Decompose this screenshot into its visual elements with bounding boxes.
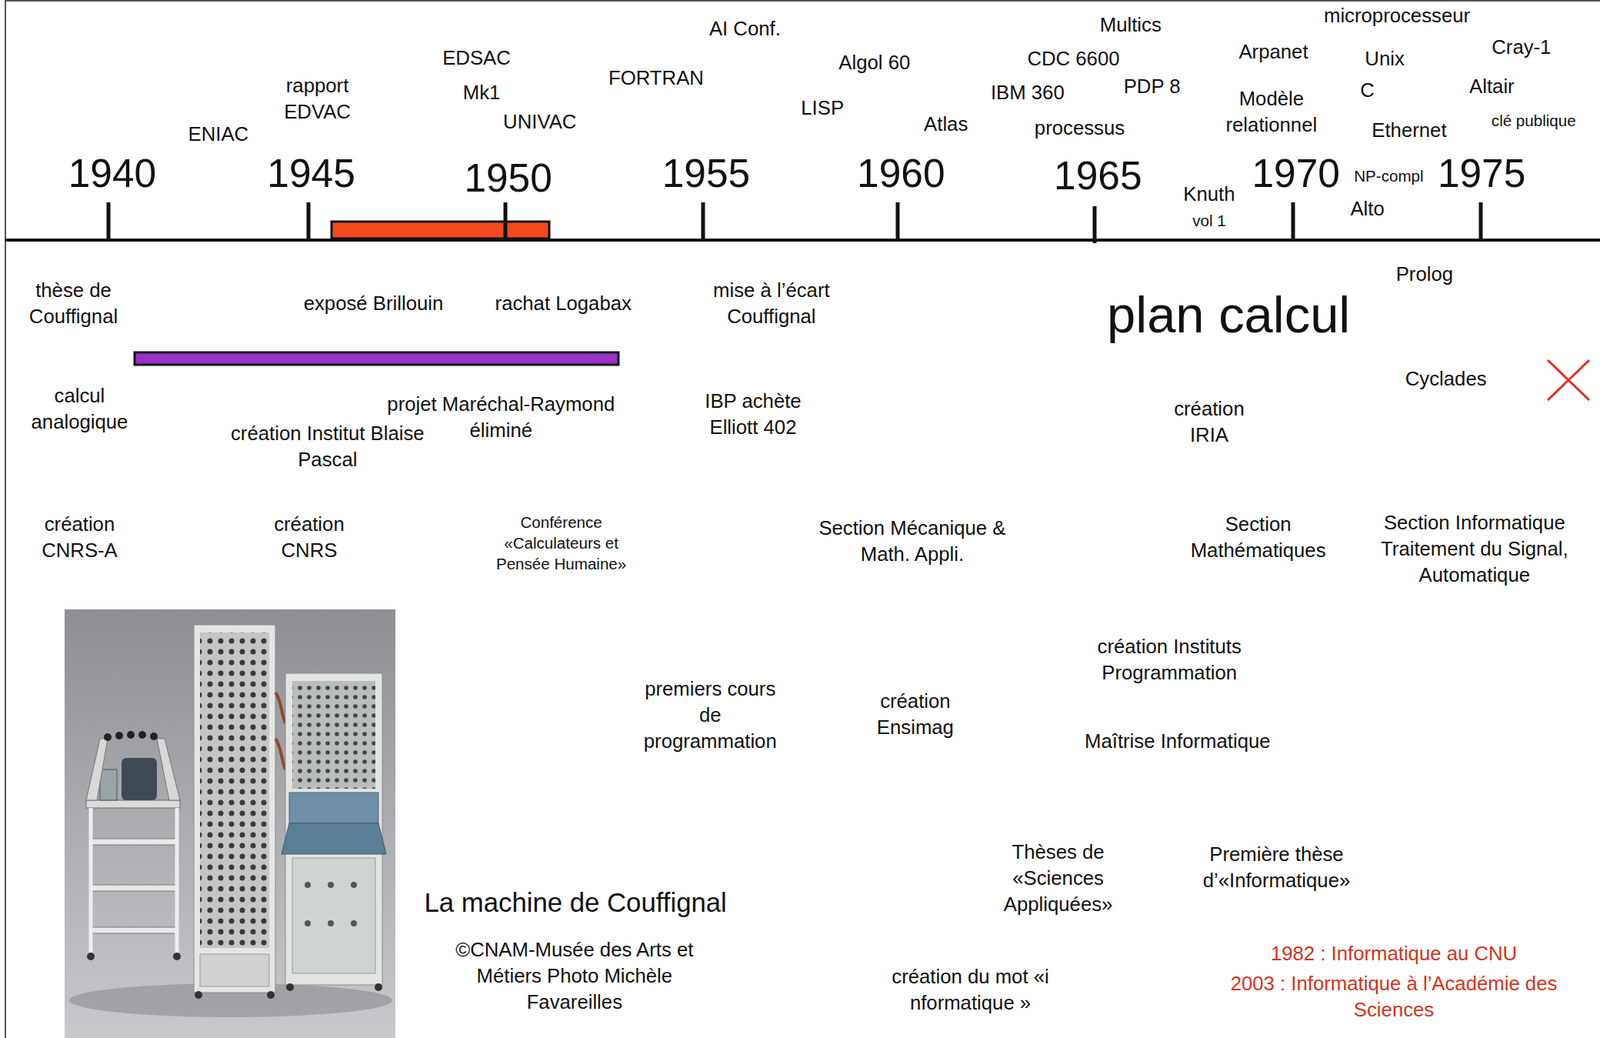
milestone-label: rachat Logabax [495, 290, 632, 317]
event-label: Unix [1364, 46, 1404, 73]
milestone-label: plan calcul [1106, 280, 1350, 348]
event-label: Algol 60 [838, 50, 910, 77]
end-cross [1547, 360, 1590, 400]
year-label: 1955 [662, 147, 750, 200]
event-label: ENIAC [188, 121, 250, 148]
event-label: C [1360, 77, 1375, 104]
event-label: IBM 360 [990, 80, 1065, 107]
milestone-label: premiers cours de programmation [636, 676, 784, 755]
event-label: Mk1 [463, 80, 501, 107]
milestone-label: création Institut Blaise Pascal [223, 420, 433, 474]
milestone-label: thèse de Couffignal [14, 277, 133, 330]
milestone-label: création Ensimag [866, 688, 964, 741]
event-label: Alto [1350, 196, 1384, 223]
event-label: microprocesseur [1323, 3, 1470, 30]
axis-ticks [108, 202, 1481, 244]
event-label: EDSAC [442, 45, 511, 72]
milestone-label: Section Mécanique & Math. Appli. [817, 515, 1007, 568]
milestone-label: Cyclades [1405, 366, 1487, 393]
milestone-label: création CNRS [263, 511, 355, 564]
frame-line [5, 0, 1600, 2]
year-label: 1965 [1053, 150, 1142, 204]
event-label: Ethernet [1371, 117, 1447, 144]
milestone-label: Maîtrise Informatique [1084, 728, 1271, 755]
milestone-label: Conférence «Calculateurs et Pensée Humai… [484, 511, 638, 575]
milestone-label: Première thèse d’«Informatique» [1192, 841, 1361, 894]
milestone-label: Thèses de «Sciences Appliquées» [996, 839, 1120, 918]
period-bar [331, 221, 550, 239]
photo-title: La machine de Couffignal [424, 885, 727, 921]
milestone-label: Section Mathématiques [1183, 511, 1332, 564]
event-label: Knuth [1183, 181, 1235, 208]
year-label: 1950 [463, 152, 552, 205]
milestone-label: Section Informatique Traitement du Signa… [1364, 510, 1584, 589]
milestone-label: Prolog [1396, 261, 1454, 288]
time-axis [5, 238, 1600, 242]
event-label: FORTRAN [608, 65, 704, 92]
year-label: 1945 [266, 147, 355, 200]
note-label: 2003 : Informatique à l’Académie des Sci… [1210, 970, 1578, 1024]
milestone-label: calcul analogique [23, 383, 137, 436]
year-label: 1970 [1251, 147, 1340, 200]
note-label: 1982 : Informatique au CNU [1270, 940, 1517, 967]
event-label: PDP 8 [1123, 73, 1181, 100]
milestone-label: mise à l’écart Couffignal [700, 277, 844, 330]
event-label: clé publique [1491, 110, 1577, 131]
milestone-label: création Instituts Programmation [1095, 633, 1244, 687]
event-label: LISP [800, 95, 844, 122]
machine-photo [64, 609, 396, 1038]
milestone-label: exposé Brillouin [303, 290, 444, 317]
event-label: Arpanet [1238, 39, 1308, 66]
year-label: 1940 [68, 147, 157, 200]
event-label: Multics [1100, 12, 1162, 39]
year-label: 1975 [1437, 147, 1526, 200]
event-label: processus [1034, 115, 1125, 142]
milestone-label: création CNRS-A [30, 511, 128, 564]
event-label: CDC 6600 [1026, 46, 1120, 73]
milestone-label: création du mot «i nformatique » [883, 963, 1058, 1017]
event-label: vol 1 [1192, 210, 1226, 231]
event-label: Modèle relationnel [1210, 86, 1333, 139]
event-label: AI Conf. [709, 16, 781, 43]
frame-line [4, 0, 7, 1038]
photo-credit: ©CNAM-Musée des Arts et Métiers Photo Mi… [441, 937, 707, 1017]
event-label: Cray-1 [1491, 34, 1551, 61]
event-label: UNIVAC [503, 109, 577, 136]
year-label: 1960 [856, 147, 945, 200]
event-label: NP-compl [1353, 166, 1424, 187]
milestone-label: IBP achète Elliott 402 [691, 388, 814, 441]
event-label: Atlas [923, 111, 968, 138]
event-label: Altair [1469, 73, 1515, 100]
period-bar [134, 352, 619, 365]
event-label: rapport EDVAC [271, 73, 364, 126]
milestone-label: création IRIA [1163, 396, 1255, 449]
